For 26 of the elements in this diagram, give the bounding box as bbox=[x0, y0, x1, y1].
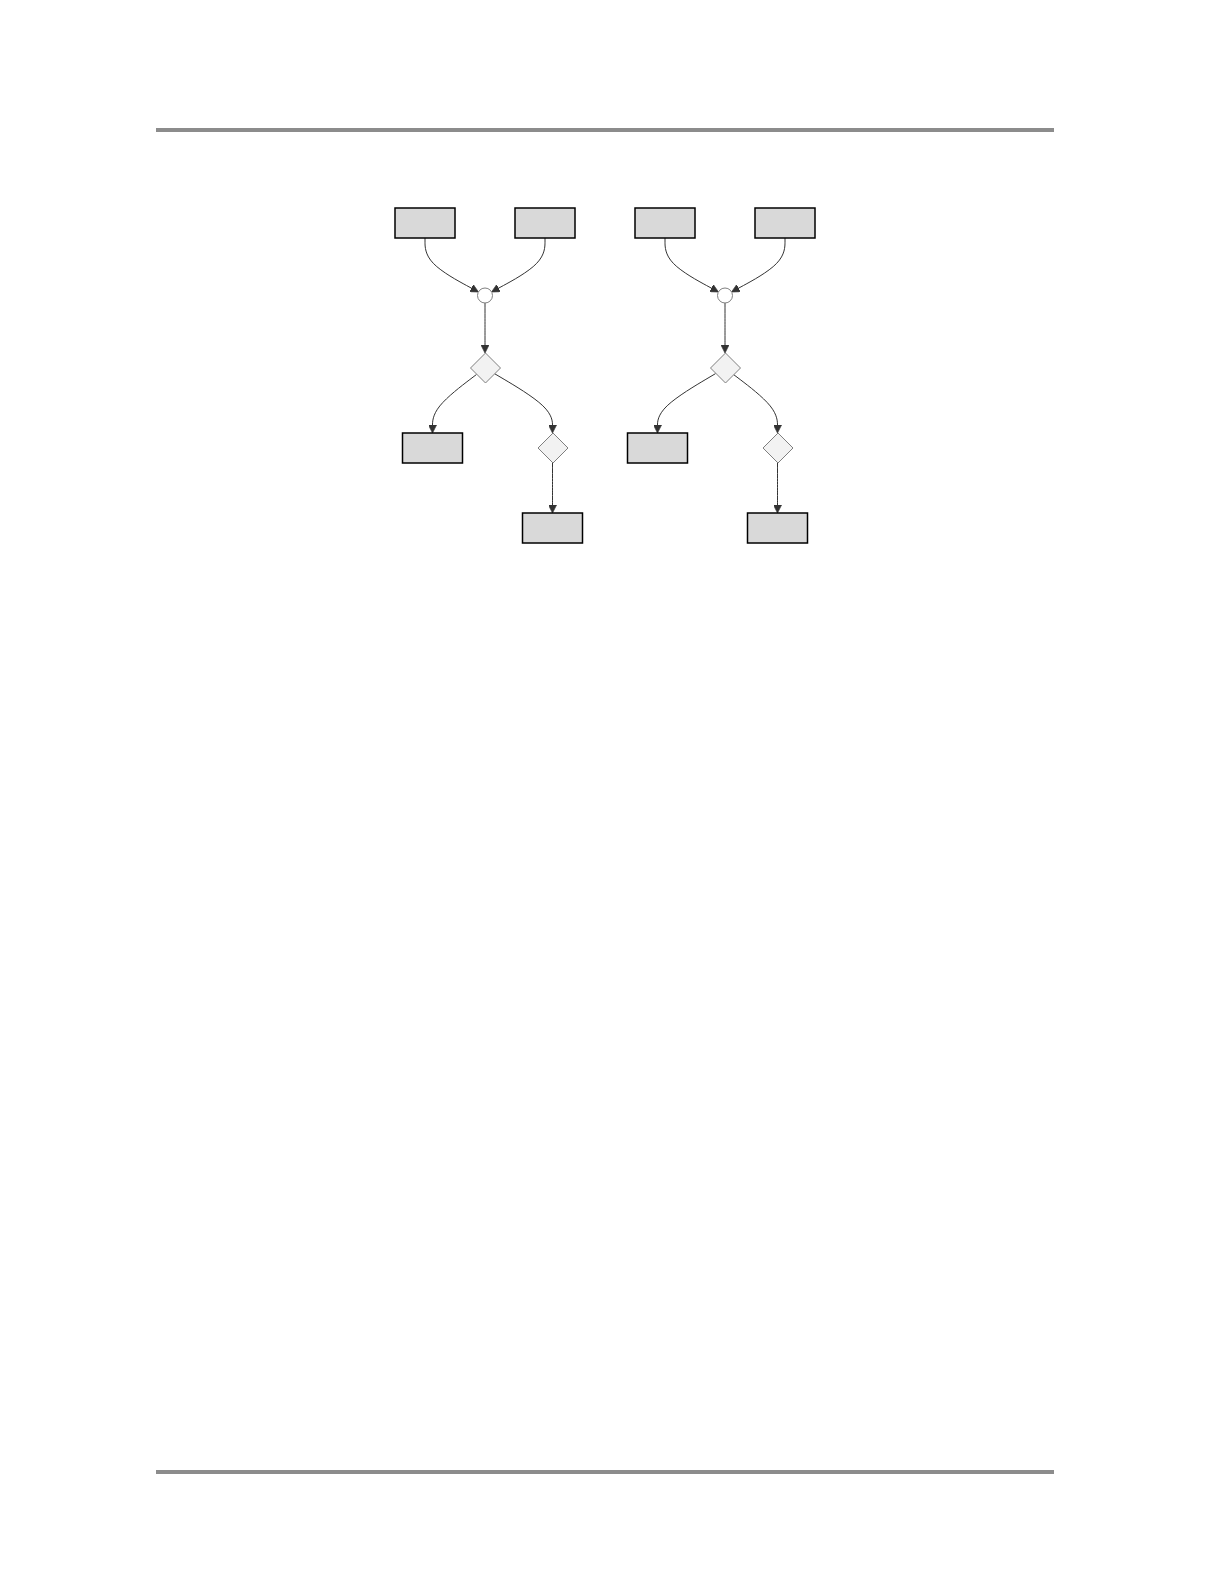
node-box bbox=[746, 512, 809, 544]
node-diamond bbox=[537, 432, 569, 464]
node-circle bbox=[477, 287, 493, 304]
arrow bbox=[733, 374, 782, 434]
node-diamond bbox=[710, 352, 741, 384]
arrow bbox=[653, 373, 717, 434]
node-box bbox=[514, 207, 576, 239]
node-box bbox=[394, 207, 456, 239]
node-box bbox=[754, 207, 816, 239]
node-box bbox=[626, 432, 689, 464]
arrow bbox=[731, 237, 786, 293]
arrow bbox=[428, 374, 477, 434]
arrow bbox=[424, 237, 479, 293]
node-box bbox=[634, 207, 696, 239]
node-diamond bbox=[762, 432, 794, 464]
arrow bbox=[664, 237, 719, 293]
node-diamond bbox=[470, 352, 501, 384]
node-box bbox=[521, 512, 584, 544]
node-circle bbox=[717, 287, 733, 304]
arrow bbox=[773, 462, 782, 514]
arrow bbox=[493, 373, 557, 434]
node-box bbox=[401, 432, 464, 464]
arrow bbox=[480, 302, 490, 354]
arrow bbox=[720, 302, 730, 354]
arrow bbox=[548, 462, 557, 514]
arrow bbox=[491, 237, 546, 293]
